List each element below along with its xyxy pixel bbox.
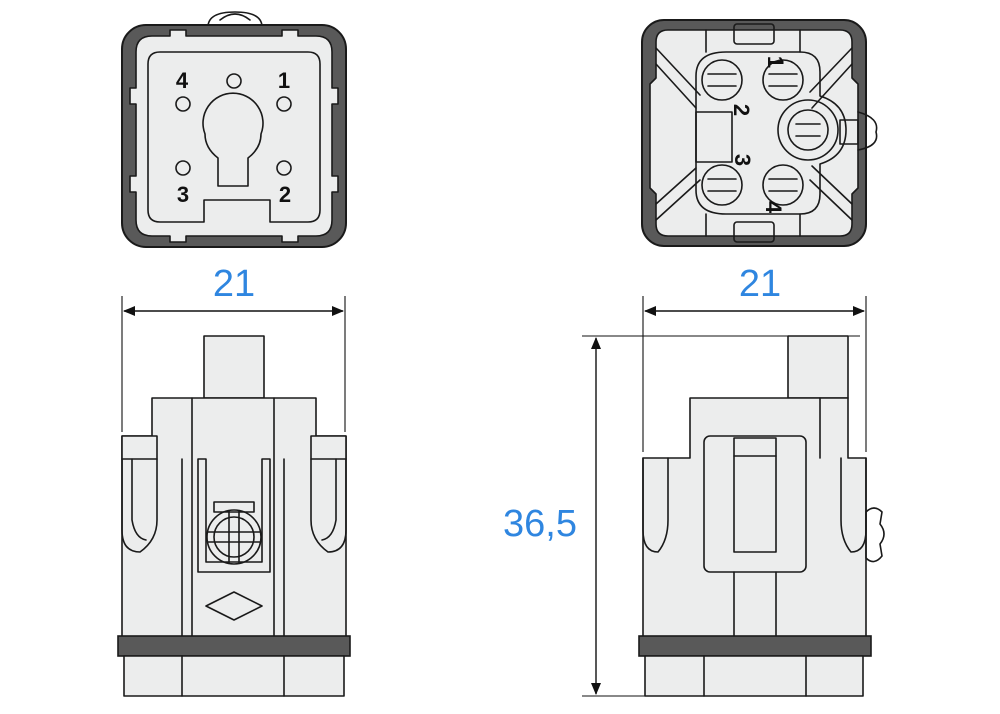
left-clip-r [310,458,347,553]
rear-view: 1 2 3 4 [641,19,878,247]
left-base [123,655,345,697]
dimension-width-right: 21 [739,263,781,305]
pin-hole-ground [226,73,242,89]
pin-hole-4 [175,96,191,112]
front-latch [703,435,807,573]
coding-keyhole [202,92,264,187]
dimension-height: 36,5 [503,503,577,545]
front-insert-face [147,51,321,223]
screw-window-top [213,501,255,513]
terminal-screw-3 [701,164,743,206]
terminal-island [695,51,847,215]
rear-ribs [655,29,853,237]
pin-hole-2 [276,160,292,176]
right-base [644,655,864,697]
left-top-stub [203,335,265,399]
pin-label-4: 4 [176,68,189,93]
front-view: 4 1 3 2 [121,11,347,248]
right-top-stub [787,335,849,399]
terminal-divider [695,111,733,163]
terminal-label-2: 2 [729,104,754,116]
rear-side-latch [857,111,878,151]
left-main-body [121,397,347,639]
front-latch-slot [733,437,777,553]
rear-body [649,29,859,237]
pin-hole-1 [276,96,292,112]
left-dark-band [117,635,351,657]
terminal-label-4: 4 [761,201,786,214]
pin-label-2: 2 [279,182,291,207]
side-screw-head [206,509,262,565]
terminal-screw-1 [762,59,804,101]
right-dark-band [638,635,872,657]
ground-screw [777,99,839,161]
right-clip-l [642,457,669,553]
rear-side-latch-block [839,119,859,145]
side-view-left: 21 [117,263,351,697]
top-latch-inner [219,13,251,21]
left-clip-l [121,458,158,553]
pin-label-1: 1 [278,68,290,93]
front-body [129,29,339,243]
left-shoulder-l [121,435,158,460]
dimension-width-left: 21 [213,263,255,305]
left-clip-l-inner [131,458,147,541]
left-shoulder-r [310,435,347,460]
pin-label-3: 3 [177,182,189,207]
pin-hole-3 [175,160,191,176]
screw-window-frame [197,458,271,573]
terminal-screw-4 [762,164,804,206]
terminal-label-1: 1 [763,56,788,68]
right-side-latch [865,507,885,563]
terminal-label-3: 3 [730,154,755,166]
rear-slot-top [733,23,775,45]
diamond-marking [205,591,263,621]
terminal-screw-2 [701,59,743,101]
top-latch [207,11,263,28]
left-clip-r-inner [321,458,337,541]
side-view-right: 21 36,5 [503,263,885,697]
rear-slot-bottom [733,221,775,243]
